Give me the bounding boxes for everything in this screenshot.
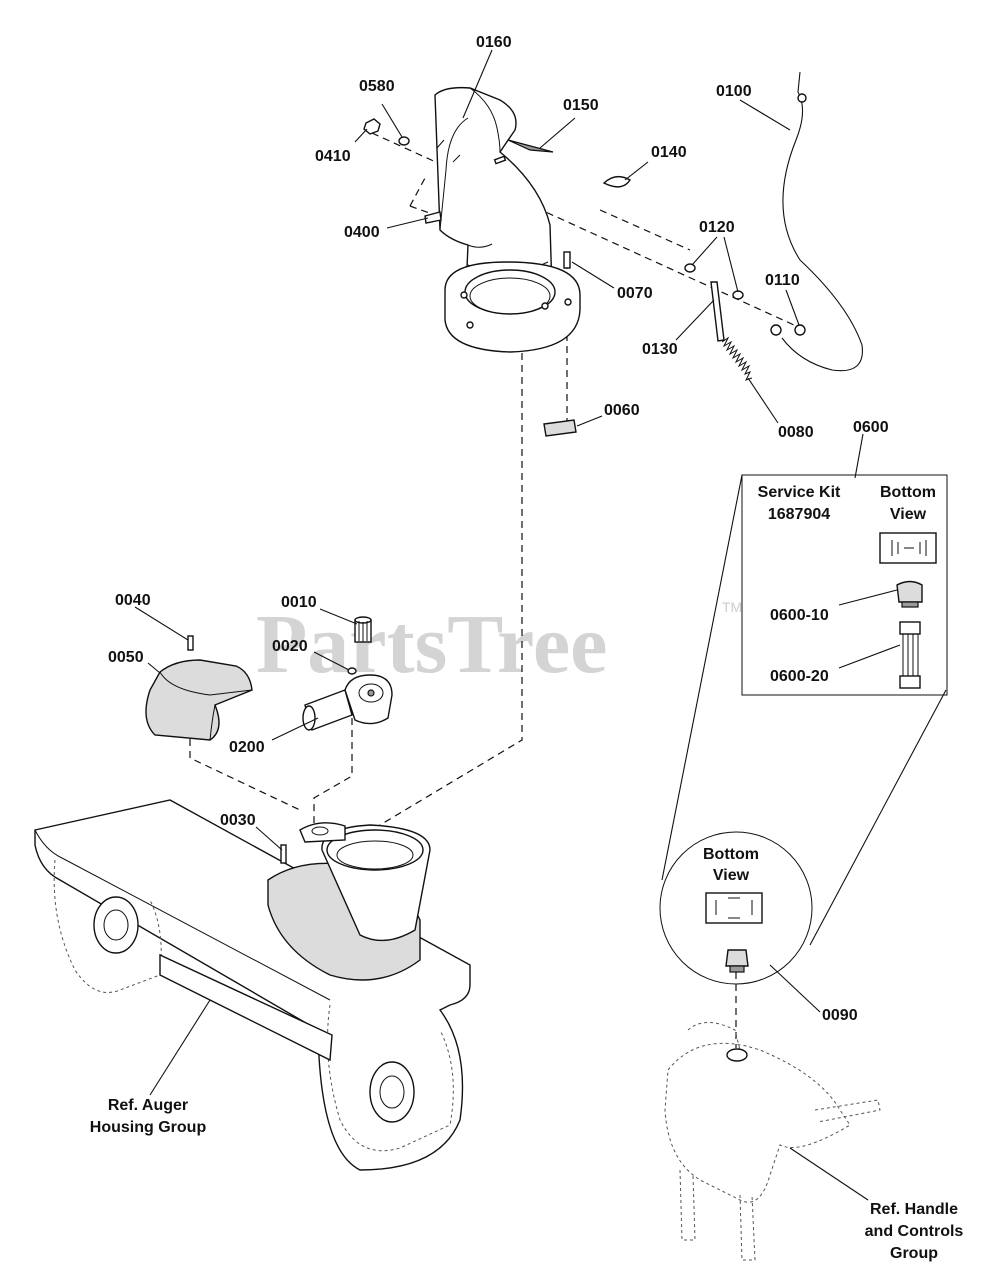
washer-0120b: [732, 290, 744, 300]
gear-0010: [354, 616, 372, 643]
label-0090: 0090: [822, 1007, 858, 1024]
label-0100: 0100: [716, 83, 752, 100]
ref-handle-line2: and Controls: [865, 1223, 964, 1240]
bolt-0070: [563, 251, 571, 269]
cable-end-bottom: [770, 324, 782, 336]
detail-circle: [659, 474, 947, 985]
nut-0110: [794, 324, 806, 336]
chute-base-flange: [444, 261, 581, 353]
part-labels: 0160 0580 0150 0100 0410 0140 0400 0120 …: [108, 34, 889, 1024]
washer-0120a: [684, 263, 696, 273]
label-0580: 0580: [359, 78, 395, 95]
label-0050: 0050: [108, 649, 144, 666]
kit-bottom-view-label-line2: View: [890, 506, 927, 523]
motor-cover-0050: [145, 659, 253, 741]
cable-0100: [781, 71, 863, 372]
cable-end-top: [797, 93, 807, 103]
label-0010: 0010: [281, 594, 317, 611]
nut-0410: [363, 118, 381, 135]
label-0150: 0150: [563, 97, 599, 114]
label-0130: 0130: [642, 341, 678, 358]
ref-handle-line3: Group: [890, 1245, 938, 1262]
ref-handle-line1: Ref. Handle: [870, 1201, 958, 1218]
label-0120: 0120: [699, 219, 735, 236]
clip: [602, 175, 631, 188]
label-0030: 0030: [220, 812, 256, 829]
label-0600-20: 0600-20: [770, 668, 829, 685]
bracket-0060: [543, 419, 577, 437]
bolt-0030: [280, 844, 287, 864]
label-0140: 0140: [651, 144, 687, 161]
service-kit-box: Service Kit 1687904 Bottom View: [741, 474, 948, 696]
switch-0600-10: [896, 580, 923, 603]
detail-bottom-view-line1: Bottom: [703, 846, 759, 863]
watermark-text: PartsTree: [256, 598, 607, 691]
label-0410: 0410: [315, 148, 351, 165]
washer-0020: [347, 667, 357, 675]
ref-auger-line1: Ref. Auger: [108, 1097, 188, 1114]
label-0400: 0400: [344, 224, 380, 241]
harness-bottom-connector: [899, 675, 921, 689]
label-0600: 0600: [853, 419, 889, 436]
label-0060: 0060: [604, 402, 640, 419]
label-0600-10: 0600-10: [770, 607, 829, 624]
bolt-0400: [424, 211, 442, 224]
service-kit-title: Service Kit: [758, 484, 841, 501]
watermark-trademark: TM: [722, 599, 742, 615]
auger-housing-ref: [34, 799, 471, 1171]
label-0200: 0200: [229, 739, 265, 756]
motor-0200: [302, 674, 393, 731]
label-0110: 0110: [765, 272, 800, 289]
detail-bottom-view-line2: View: [713, 867, 750, 884]
service-kit-number: 1687904: [768, 506, 830, 523]
label-0080: 0080: [778, 424, 814, 441]
ref-auger-line2: Housing Group: [90, 1119, 207, 1136]
spring-0080: [721, 336, 753, 381]
harness-top-connector: [899, 621, 921, 635]
label-0020: 0020: [272, 638, 308, 655]
label-0160: 0160: [476, 34, 512, 51]
handle-controls-ref: [664, 1022, 881, 1261]
kit-bottom-view-label-line1: Bottom: [880, 484, 936, 501]
screw-0040: [187, 635, 194, 651]
rod-0130: [710, 281, 725, 342]
leader-lines: [134, 49, 869, 1201]
label-0040: 0040: [115, 592, 151, 609]
label-0070: 0070: [617, 285, 653, 302]
washer-0580: [398, 136, 410, 146]
deflector-plate: [507, 139, 554, 153]
rocker-switch-0090: [725, 949, 749, 967]
